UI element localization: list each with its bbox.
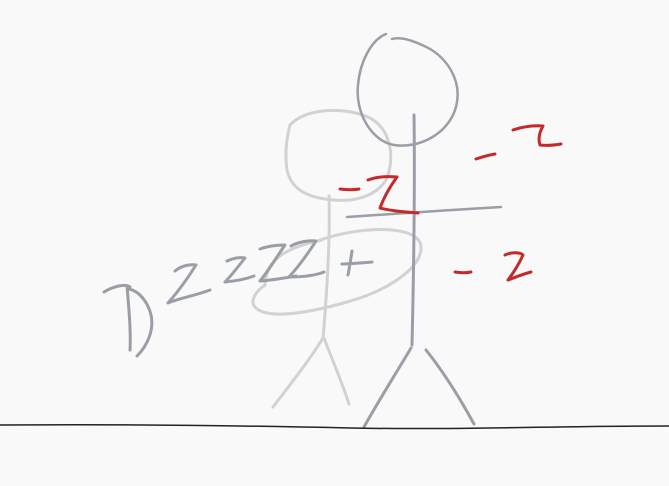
buzz-letter-z3 (258, 243, 298, 283)
front-head (356, 32, 459, 147)
buzz-letter-z2 (223, 256, 256, 284)
red-mark-2 (474, 124, 563, 161)
buzz-letter-z4 (287, 239, 326, 279)
front-left-leg (362, 346, 413, 429)
red-mark-3 (453, 251, 533, 282)
buzz-letter-z1 (166, 263, 212, 305)
ghost-oval-left (263, 238, 324, 287)
front-right-leg (424, 348, 476, 426)
front-figure (345, 32, 503, 429)
front-arm (345, 205, 503, 219)
ghost-left-leg (271, 336, 325, 409)
buzz-letter-b (102, 283, 154, 358)
ghost-right-leg (322, 336, 351, 406)
red-z-marks (338, 124, 563, 282)
ghost-spine (321, 194, 331, 340)
red-mark-1 (338, 175, 420, 215)
ghost-head (284, 108, 393, 202)
buzz-plus (340, 249, 374, 277)
front-spine (410, 113, 416, 347)
ghost-oval-right (251, 228, 423, 316)
ground-line (0, 423, 669, 430)
ghost-figure (251, 108, 423, 409)
buzz-handwriting (102, 239, 374, 358)
